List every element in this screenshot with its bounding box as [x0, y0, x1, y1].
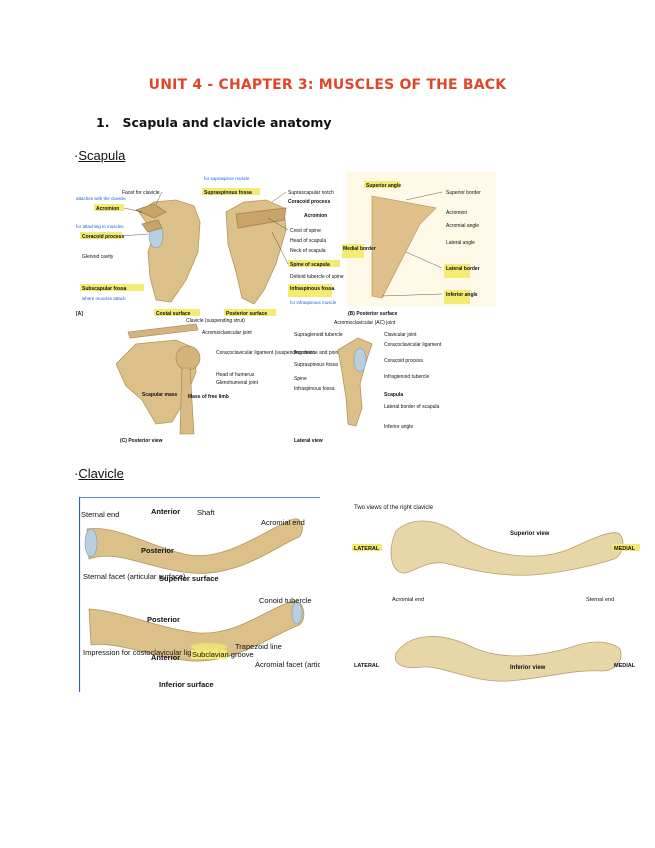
- label-infraspinous-d: Infraspinous fossa: [294, 386, 335, 392]
- label-medial-border: Medial border: [343, 246, 376, 252]
- label-supraspinous-fossa: Supraspinous fossa: [204, 190, 252, 196]
- label-subscapular-fossa: Subscapular fossa: [82, 286, 127, 292]
- label-supraspinous-d: Supraspinous fossa: [294, 362, 338, 368]
- label-facet-clavicle: Facet for clavicle: [122, 190, 160, 196]
- label-medial-top: MEDIAL: [614, 546, 636, 552]
- scapula-heading-label: Scapula: [78, 148, 125, 163]
- label-superior-view: Superior view: [510, 531, 550, 537]
- label-infraglenoid: Infraglenoid tubercle: [384, 374, 430, 380]
- label-acromial-end: Acromial end: [261, 518, 305, 527]
- label-suprascapular-notch: Suprascapular notch: [288, 190, 334, 196]
- label-ac-joint-c: Acromioclavicular joint: [202, 330, 252, 336]
- label-glenoid: Glenoid cavity: [82, 254, 114, 260]
- label-medial-bottom: MEDIAL: [614, 663, 636, 669]
- label-coracoid-r: Coracoid process: [288, 199, 330, 205]
- scapula-figure: Facet for clavicle Supraspinous fossa fo…: [76, 172, 496, 450]
- label-acromion-b: Acromion: [446, 210, 467, 216]
- label-acromion-r: Acromion: [304, 213, 327, 219]
- section-heading: 1. Scapula and clavicle anatomy: [96, 115, 332, 130]
- scapula-heading: ·Scapula: [74, 148, 125, 163]
- label-sternal-end-photo: Sternal end: [586, 597, 614, 603]
- label-lateral-top: LATERAL: [354, 546, 380, 552]
- label-shaft: Shaft: [197, 508, 215, 517]
- note-supraspinous-muscle: for supraspinor muscle: [204, 176, 250, 181]
- label-clavicular-joint: Clavicular joint: [384, 332, 417, 338]
- label-sternal-end: Sternal end: [81, 510, 119, 519]
- note-where-muscles: where muscles attach: [82, 296, 126, 301]
- label-coracoid-a: Coracoid process: [82, 234, 124, 240]
- section-label: Scapula and clavicle anatomy: [123, 115, 332, 130]
- label-posterior-bottom: Posterior: [147, 615, 180, 624]
- label-scapula-d: Scapula: [384, 392, 403, 398]
- note-muscles: for attaching to muscles: [76, 224, 124, 229]
- page-title: UNIT 4 - CHAPTER 3: MUSCLES OF THE BACK: [0, 77, 655, 93]
- clavicle-heading-label: Clavicle: [78, 466, 124, 481]
- label-acromion-d: Acromion: [294, 350, 315, 356]
- label-trapezoid-line: Trapezoid line: [235, 642, 282, 651]
- label-posterior-surface: Posterior surface: [226, 311, 267, 317]
- label-glenohumeral: Glenohumeral joint: [216, 380, 259, 386]
- label-costal-surface: Costal surface: [156, 311, 191, 317]
- label-superior-border: Superior border: [446, 190, 481, 196]
- label-acromial-end-photo: Acromial end: [392, 597, 424, 603]
- label-ac-joint-d: Acromioclavicular (AC) joint: [334, 320, 396, 326]
- label-lateral-angle: Lateral angle: [446, 240, 475, 246]
- scapula-outline-panel: Superior angle Superior border Acromion …: [342, 172, 496, 317]
- label-conoid-tubercle: Conoid tubercle: [259, 596, 312, 605]
- clavicle-photo: Two views of the right clavicle Superior…: [352, 497, 640, 692]
- label-lateral-bottom: LATERAL: [354, 663, 380, 669]
- label-acromial-angle: Acromial angle: [446, 223, 479, 229]
- label-posterior-top: Posterior: [141, 546, 174, 555]
- label-coracoid-d: Coracoid process: [384, 358, 423, 364]
- label-mass-limb: Mass of free limb: [188, 394, 229, 400]
- clavicle-heading: ·Clavicle: [74, 466, 124, 481]
- label-spine-scapula: Spine of scapula: [290, 262, 330, 268]
- label-lateral-border: Lateral border: [446, 266, 480, 272]
- panel-a-tag: [A]: [76, 311, 83, 317]
- label-clavicle-strut: Clavicle (suspending strut): [186, 318, 245, 324]
- label-anterior-bottom: Anterior: [151, 653, 180, 662]
- label-acromial-facet: Acromial facet (articular surface): [255, 660, 320, 669]
- label-head-humerus: Head of humerus: [216, 372, 255, 378]
- label-acromion-a: Acromion: [96, 206, 119, 212]
- section-number: 1.: [96, 115, 109, 130]
- label-scapular-mass: Scapular mass: [142, 392, 178, 398]
- label-coracoclavicular-d: Coracoclavicular ligament: [384, 342, 442, 348]
- panel-c-tag: (C) Posterior view: [120, 438, 163, 444]
- label-inferior-surface: Inferior surface: [159, 680, 214, 689]
- label-crest-spine: Crest of spine: [290, 228, 321, 234]
- label-infraspinous-fossa: Infraspinous fossa: [290, 286, 335, 292]
- label-deltoid-tubercle: Deltoid tubercle of spine: [290, 274, 344, 280]
- note-infraspinous: for infraspinous muscle: [290, 300, 337, 305]
- photo-title: Two views of the right clavicle: [354, 505, 434, 511]
- label-neck-scapula: Neck of scapula: [290, 248, 326, 254]
- label-subclavian-groove: Subclavian groove: [192, 650, 254, 659]
- label-head-scapula: Head of scapula: [290, 238, 326, 244]
- label-spine-d: Spine: [294, 376, 307, 382]
- label-inferior-angle-d: Inferior angle: [384, 424, 413, 430]
- panel-b-tag: (B) Posterior surface: [348, 311, 398, 317]
- panel-d-tag: Lateral view: [294, 438, 323, 444]
- clavicle-diagram: Sternal end Anterior Shaft Acromial end …: [79, 497, 320, 692]
- label-inferior-angle: Inferior angle: [446, 292, 478, 298]
- label-superior-angle: Superior angle: [366, 183, 401, 189]
- label-lateral-border-d: Lateral border of scapula: [384, 404, 440, 410]
- note-clavicle: attaches with the clavicle: [76, 196, 126, 201]
- label-anterior-top: Anterior: [151, 507, 180, 516]
- label-supraglenoid: Supraglenoid tubercle: [294, 332, 343, 338]
- label-superior-surface: Superior surface: [159, 574, 219, 583]
- label-inferior-view: Inferior view: [510, 665, 546, 671]
